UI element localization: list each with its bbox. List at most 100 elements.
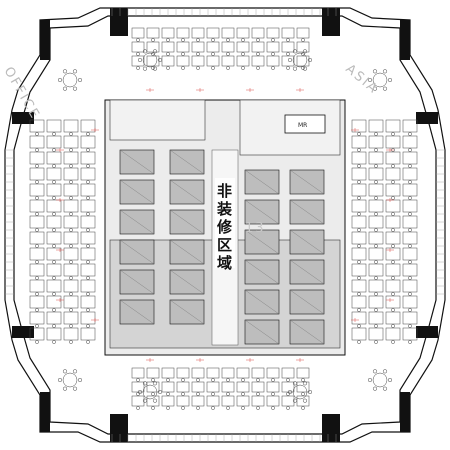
workstation	[402, 263, 418, 277]
chair	[196, 406, 200, 410]
shaft-diagonal	[289, 319, 325, 345]
chair	[292, 49, 298, 54]
meeting-table	[372, 72, 388, 88]
chair	[62, 386, 68, 391]
chair	[226, 66, 230, 70]
workstation	[46, 183, 62, 197]
workstation	[206, 367, 220, 379]
chair	[166, 52, 170, 56]
chair	[382, 369, 388, 374]
workstation	[191, 27, 205, 39]
chair	[35, 196, 39, 200]
workstation	[29, 215, 45, 229]
chair	[52, 212, 56, 216]
workstation	[46, 167, 62, 181]
chair	[226, 378, 230, 382]
chair	[69, 228, 73, 232]
workstation	[281, 27, 295, 39]
chair	[69, 180, 73, 184]
chair	[256, 392, 260, 396]
chair	[271, 66, 275, 70]
workstation	[206, 381, 220, 393]
shaft-diagonal	[244, 199, 280, 225]
chair	[196, 66, 200, 70]
shaft-diagonal	[169, 239, 205, 265]
meeting-table	[142, 384, 158, 400]
workstation	[63, 167, 79, 181]
chair	[307, 57, 313, 63]
chair	[391, 164, 395, 168]
workstation	[251, 27, 265, 39]
shaft-diagonal	[119, 149, 155, 175]
workstation	[351, 135, 367, 149]
chair	[69, 260, 73, 264]
chair	[181, 52, 185, 56]
chair	[166, 392, 170, 396]
workstation	[63, 247, 79, 261]
chair	[241, 392, 245, 396]
workstation	[29, 151, 45, 165]
workstation	[251, 367, 265, 379]
workstation	[176, 27, 190, 39]
workstation	[161, 55, 175, 67]
chair	[72, 369, 78, 374]
chair	[151, 392, 155, 396]
chair	[136, 66, 140, 70]
workstation	[236, 367, 250, 379]
chair	[57, 377, 63, 383]
mr-room	[284, 114, 326, 134]
workstation	[80, 199, 96, 213]
elevator-shafts	[119, 149, 325, 345]
shaft-diagonal	[119, 299, 155, 325]
workstation	[368, 135, 384, 149]
chair	[52, 340, 56, 344]
shaft-diagonal	[289, 289, 325, 315]
chair	[241, 38, 245, 42]
mr-label: MR	[298, 122, 307, 129]
workstation	[402, 295, 418, 309]
chair	[152, 381, 158, 386]
chair	[86, 276, 90, 280]
workstation	[385, 279, 401, 293]
chair	[137, 389, 143, 395]
core-char-4: 区	[217, 236, 232, 254]
workstation	[385, 119, 401, 133]
workstation	[368, 311, 384, 325]
workstation	[176, 367, 190, 379]
workstation	[351, 199, 367, 213]
chair	[77, 77, 83, 83]
workstation	[402, 183, 418, 197]
chair	[52, 148, 56, 152]
workstation	[221, 41, 235, 53]
core-char-5: 域	[217, 254, 232, 272]
workstation	[63, 263, 79, 277]
workstation	[146, 55, 160, 67]
watermark-number: 13	[245, 221, 266, 236]
workstation	[63, 295, 79, 309]
workstation	[351, 215, 367, 229]
workstation	[176, 55, 190, 67]
workstation	[29, 327, 45, 341]
chair	[292, 381, 298, 386]
workstation	[29, 311, 45, 325]
chair	[196, 52, 200, 56]
chair	[391, 132, 395, 136]
chair	[256, 378, 260, 382]
workstation	[402, 231, 418, 245]
shaft-diagonal	[244, 289, 280, 315]
chair	[286, 52, 290, 56]
chair	[271, 392, 275, 396]
chair	[256, 52, 260, 56]
workstation	[236, 27, 250, 39]
meeting-table	[292, 384, 308, 400]
chair	[35, 180, 39, 184]
chair	[86, 228, 90, 232]
chair	[35, 340, 39, 344]
chair	[166, 406, 170, 410]
chair	[301, 52, 305, 56]
chair	[211, 392, 215, 396]
chair	[387, 77, 393, 83]
chair	[286, 38, 290, 42]
chair	[72, 386, 78, 391]
chair	[241, 406, 245, 410]
